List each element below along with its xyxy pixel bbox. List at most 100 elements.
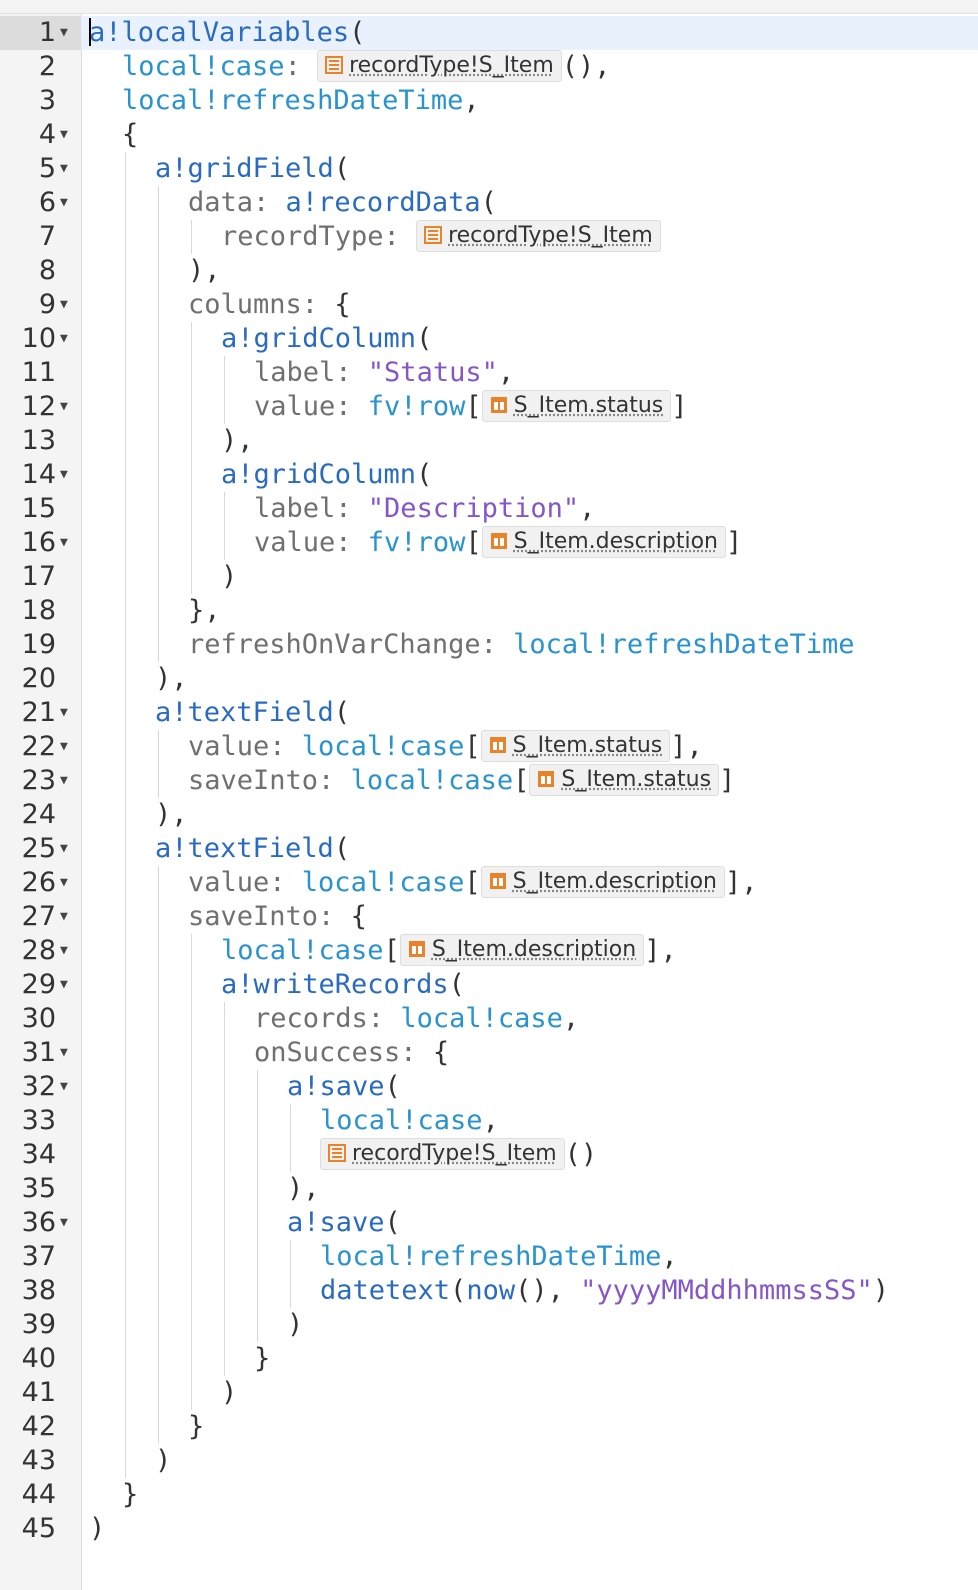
code-line-content[interactable]: data: a!recordData( bbox=[188, 186, 497, 220]
code-line-content[interactable]: a!writeRecords( bbox=[221, 968, 465, 1002]
fold-toggle-icon[interactable]: ▼ bbox=[60, 25, 68, 40]
code-line[interactable]: 6▼data: a!recordData( bbox=[0, 186, 978, 220]
code-line[interactable]: 39) bbox=[0, 1308, 978, 1342]
code-line[interactable]: 36▼a!save( bbox=[0, 1206, 978, 1240]
code-line[interactable]: 44} bbox=[0, 1478, 978, 1512]
code-line[interactable]: 13), bbox=[0, 424, 978, 458]
code-line-content[interactable]: }, bbox=[188, 594, 221, 628]
code-line[interactable]: 1▼a!localVariables( bbox=[0, 16, 978, 50]
record-field-reference-chip[interactable]: S_Item.description bbox=[399, 933, 645, 966]
code-line[interactable]: 26▼value: local!case[S_Item.description]… bbox=[0, 865, 978, 900]
record-field-reference-chip[interactable]: S_Item.status bbox=[480, 729, 671, 762]
fold-toggle-icon[interactable]: ▼ bbox=[60, 297, 68, 312]
code-line[interactable]: 4▼{ bbox=[0, 118, 978, 152]
code-line[interactable]: 35), bbox=[0, 1172, 978, 1206]
code-line-content[interactable]: label: "Description", bbox=[254, 492, 595, 526]
code-line[interactable]: 18}, bbox=[0, 594, 978, 628]
code-line-content[interactable]: value: local!case[S_Item.status], bbox=[188, 729, 703, 764]
code-line-content[interactable]: local!case, bbox=[320, 1104, 499, 1138]
code-line-content[interactable]: { bbox=[122, 118, 138, 152]
code-line[interactable]: 21▼a!textField( bbox=[0, 696, 978, 730]
code-line[interactable]: 12▼value: fv!row[S_Item.status] bbox=[0, 389, 978, 424]
code-line-content[interactable]: } bbox=[254, 1342, 270, 1376]
code-line-content[interactable]: } bbox=[188, 1410, 204, 1444]
code-line-content[interactable]: ) bbox=[221, 560, 237, 594]
code-line[interactable]: 43) bbox=[0, 1444, 978, 1478]
fold-toggle-icon[interactable]: ▼ bbox=[60, 909, 68, 924]
fold-toggle-icon[interactable]: ▼ bbox=[60, 977, 68, 992]
code-line-content[interactable]: columns: { bbox=[188, 288, 351, 322]
code-line-content[interactable]: value: fv!row[S_Item.status] bbox=[254, 389, 688, 424]
code-line-content[interactable]: refreshOnVarChange: local!refreshDateTim… bbox=[188, 628, 854, 662]
code-line-content[interactable]: ), bbox=[155, 798, 188, 832]
code-line[interactable]: 45) bbox=[0, 1512, 978, 1546]
fold-toggle-icon[interactable]: ▼ bbox=[60, 195, 68, 210]
code-line-content[interactable]: ) bbox=[89, 1512, 105, 1546]
code-line[interactable]: 32▼a!save( bbox=[0, 1070, 978, 1104]
code-line-content[interactable]: a!save( bbox=[287, 1070, 401, 1104]
fold-toggle-icon[interactable]: ▼ bbox=[60, 705, 68, 720]
fold-toggle-icon[interactable]: ▼ bbox=[60, 1045, 68, 1060]
record-type-reference-chip[interactable]: recordType!S_Item bbox=[320, 1137, 565, 1170]
code-line-content[interactable]: ) bbox=[155, 1444, 171, 1478]
code-line-content[interactable]: local!case[S_Item.description], bbox=[221, 933, 677, 968]
code-line[interactable]: 22▼value: local!case[S_Item.status], bbox=[0, 729, 978, 764]
code-line-content[interactable]: datetext(now(), "yyyyMMddhhmmssSS") bbox=[320, 1274, 889, 1308]
code-line[interactable]: 27▼saveInto: { bbox=[0, 900, 978, 934]
code-line[interactable]: 42} bbox=[0, 1410, 978, 1444]
code-line-content[interactable]: a!localVariables( bbox=[89, 16, 365, 50]
code-line-content[interactable]: } bbox=[122, 1478, 138, 1512]
code-line-content[interactable]: ), bbox=[155, 662, 188, 696]
code-line-content[interactable]: local!refreshDateTime, bbox=[320, 1240, 678, 1274]
fold-toggle-icon[interactable]: ▼ bbox=[60, 161, 68, 176]
code-line-content[interactable]: label: "Status", bbox=[254, 356, 514, 390]
code-line-content[interactable]: a!save( bbox=[287, 1206, 401, 1240]
code-line[interactable]: 14▼a!gridColumn( bbox=[0, 458, 978, 492]
code-line-content[interactable]: saveInto: local!case[S_Item.status] bbox=[188, 763, 735, 798]
code-line[interactable]: 24), bbox=[0, 798, 978, 832]
code-line-content[interactable]: a!gridColumn( bbox=[221, 458, 432, 492]
code-line[interactable]: 9▼columns: { bbox=[0, 288, 978, 322]
fold-toggle-icon[interactable]: ▼ bbox=[60, 739, 68, 754]
code-line-content[interactable]: saveInto: { bbox=[188, 900, 367, 934]
fold-toggle-icon[interactable]: ▼ bbox=[60, 943, 68, 958]
record-field-reference-chip[interactable]: S_Item.description bbox=[481, 525, 726, 558]
code-line-content[interactable]: ), bbox=[188, 254, 221, 288]
record-field-reference-chip[interactable]: S_Item.status bbox=[529, 763, 720, 796]
fold-toggle-icon[interactable]: ▼ bbox=[60, 127, 68, 142]
code-line[interactable]: 17) bbox=[0, 560, 978, 594]
code-line[interactable]: 23▼saveInto: local!case[S_Item.status] bbox=[0, 763, 978, 798]
fold-toggle-icon[interactable]: ▼ bbox=[60, 1079, 68, 1094]
record-field-reference-chip[interactable]: S_Item.description bbox=[480, 865, 725, 898]
code-line-content[interactable]: value: local!case[S_Item.description], bbox=[188, 865, 758, 900]
code-line-content[interactable]: ), bbox=[287, 1172, 320, 1206]
code-line[interactable]: 40} bbox=[0, 1342, 978, 1376]
code-line-content[interactable]: ), bbox=[221, 424, 254, 458]
code-line-content[interactable]: ) bbox=[221, 1376, 237, 1410]
code-line-content[interactable]: records: local!case, bbox=[254, 1002, 579, 1036]
record-type-reference-chip[interactable]: recordType!S_Item bbox=[416, 219, 661, 252]
fold-toggle-icon[interactable]: ▼ bbox=[60, 841, 68, 856]
fold-toggle-icon[interactable]: ▼ bbox=[60, 1215, 68, 1230]
code-line[interactable]: 20), bbox=[0, 662, 978, 696]
code-line-content[interactable]: local!refreshDateTime, bbox=[122, 84, 480, 118]
code-line[interactable]: 10▼a!gridColumn( bbox=[0, 322, 978, 356]
code-line[interactable]: 8), bbox=[0, 254, 978, 288]
fold-toggle-icon[interactable]: ▼ bbox=[60, 399, 68, 414]
code-line-content[interactable]: a!textField( bbox=[155, 696, 350, 730]
code-line[interactable]: 29▼a!writeRecords( bbox=[0, 968, 978, 1002]
fold-toggle-icon[interactable]: ▼ bbox=[60, 331, 68, 346]
code-line-content[interactable]: ) bbox=[287, 1308, 303, 1342]
code-line-content[interactable]: value: fv!row[S_Item.description] bbox=[254, 525, 742, 560]
fold-toggle-icon[interactable]: ▼ bbox=[60, 875, 68, 890]
